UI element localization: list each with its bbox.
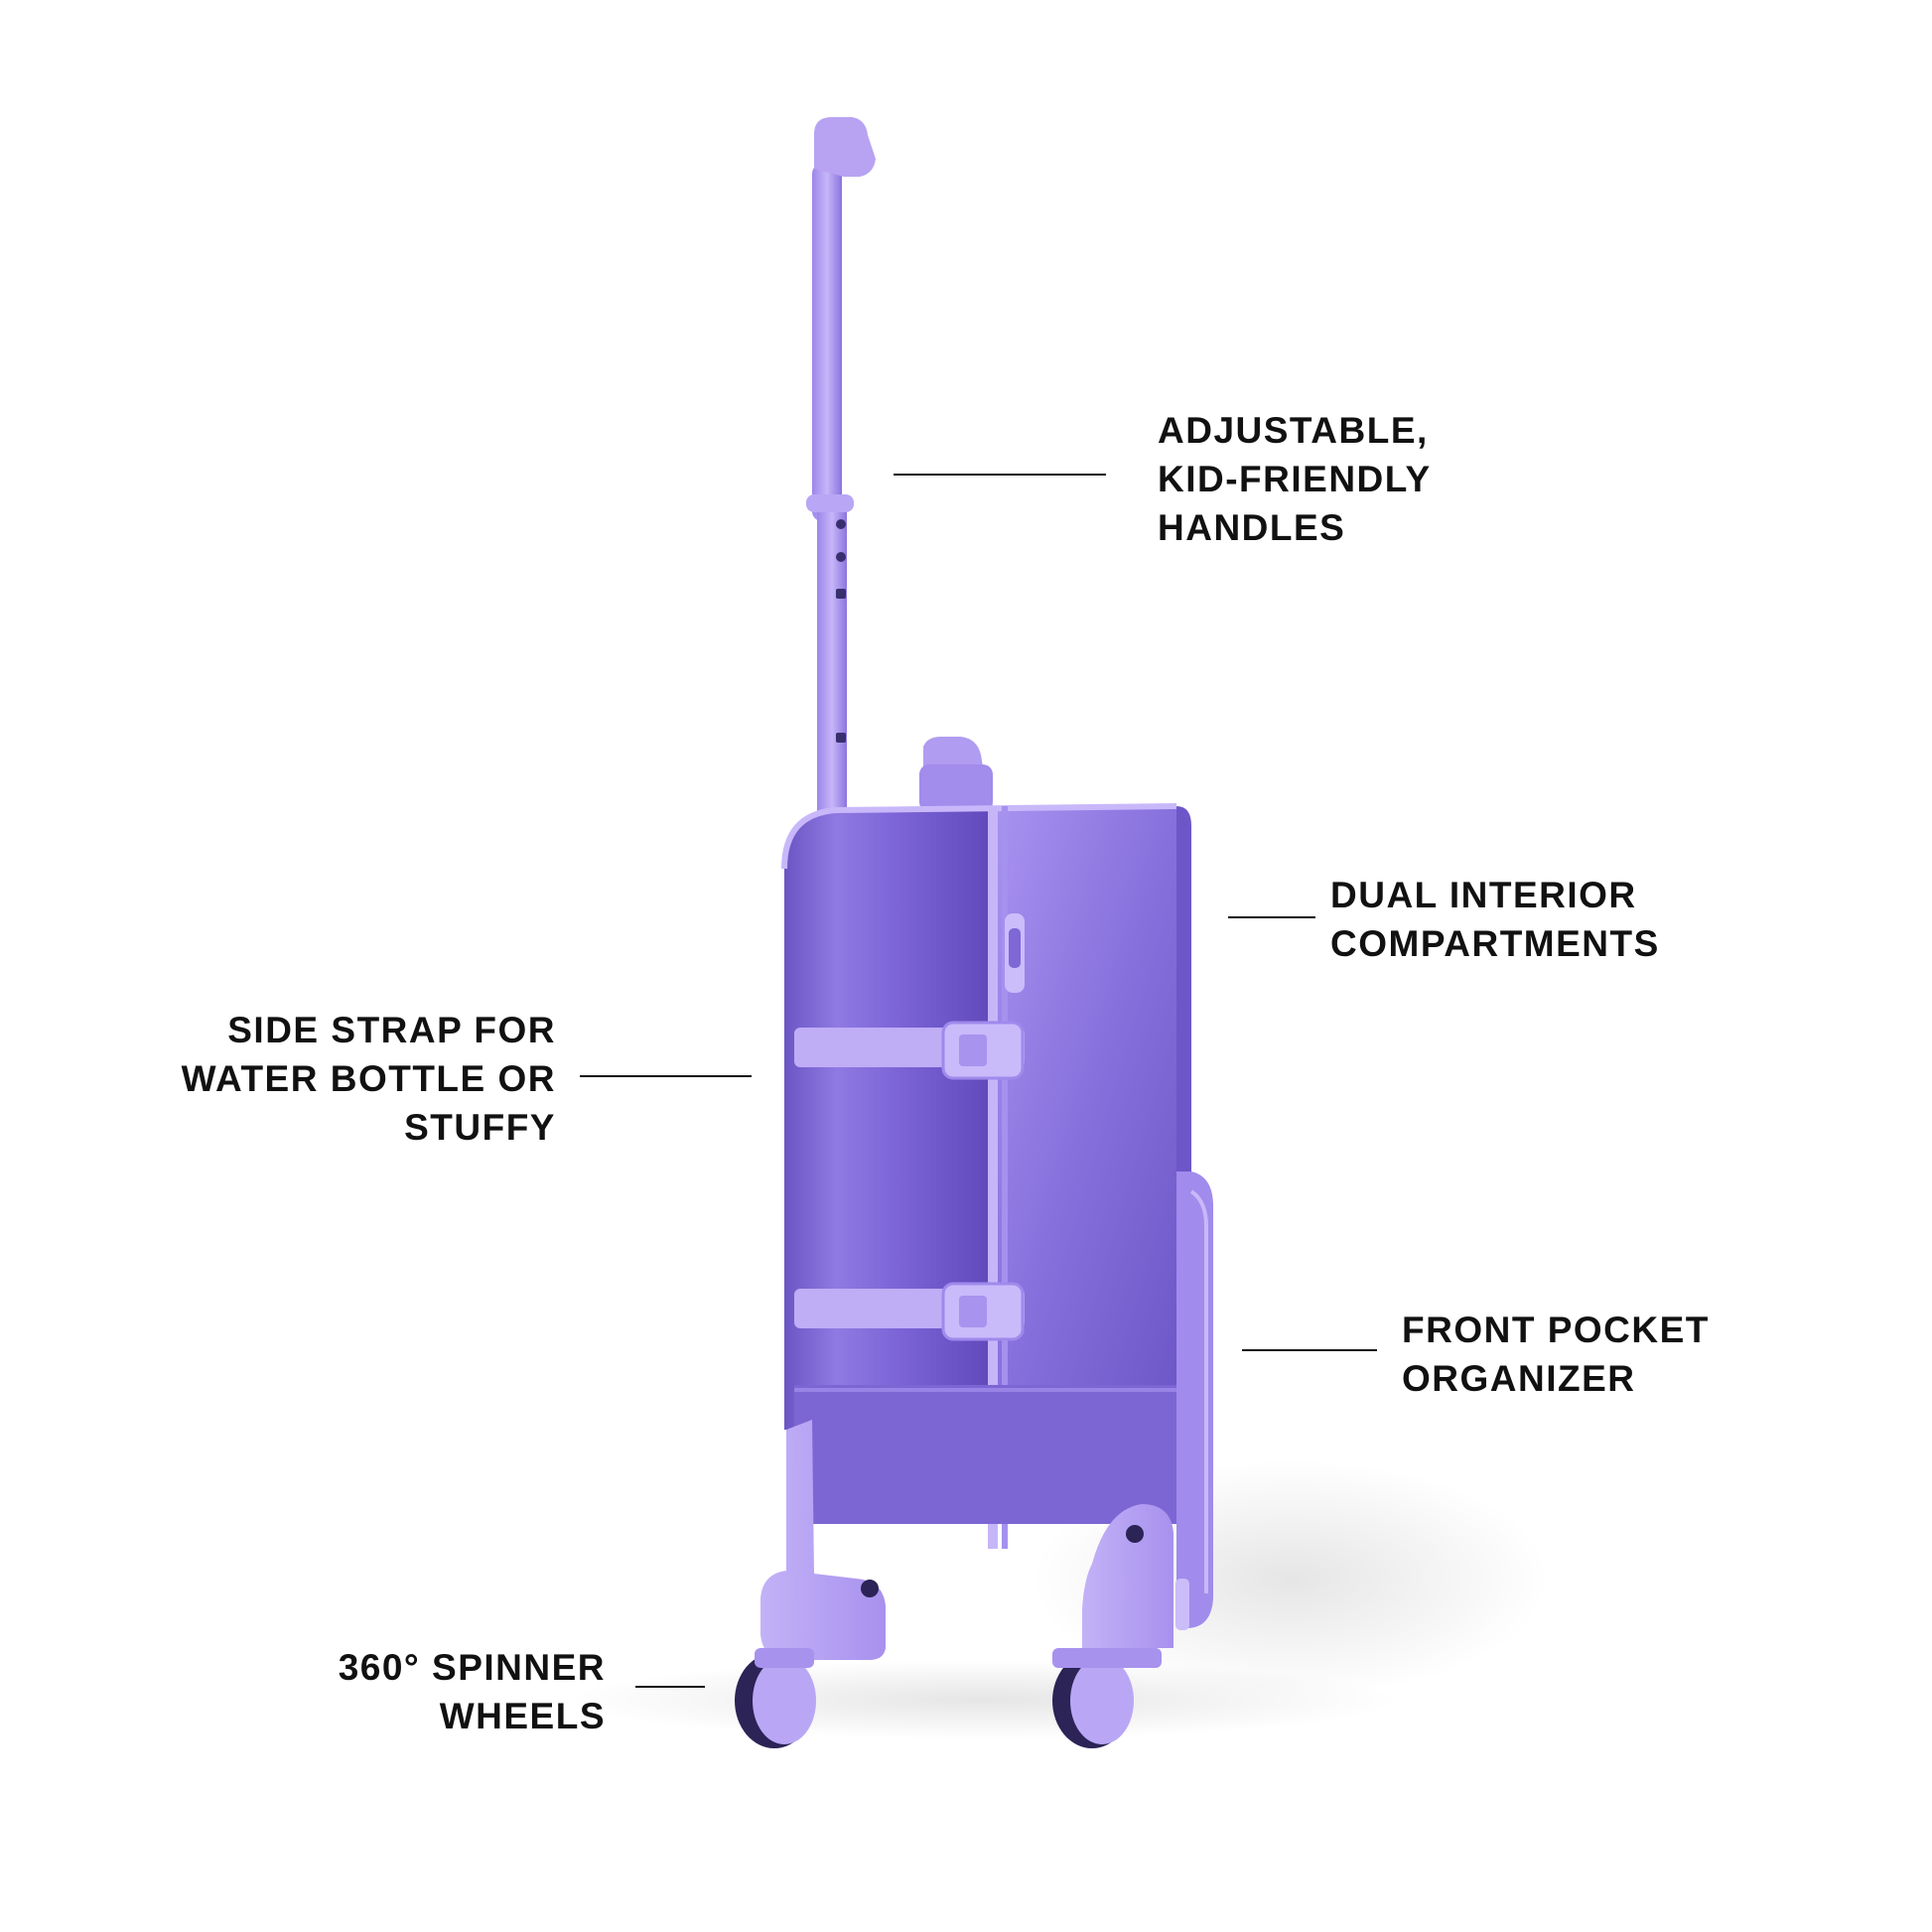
callout-wheels-line2: WHEELS	[439, 1696, 606, 1736]
leader-line-side-strap	[580, 1075, 752, 1077]
leader-line-compartments	[1228, 916, 1315, 918]
callout-strap-line2: WATER BOTTLE OR	[181, 1058, 556, 1099]
callout-compartments-line1: DUAL INTERIOR	[1330, 875, 1637, 915]
callout-adjustable-handles: ADJUSTABLE, KID-FRIENDLY HANDLES	[1158, 406, 1432, 552]
callout-pocket-line2: ORGANIZER	[1402, 1358, 1636, 1399]
callout-handle-line3: HANDLES	[1158, 507, 1346, 548]
callout-side-strap: SIDE STRAP FOR WATER BOTTLE OR STUFFY	[182, 1006, 556, 1152]
callout-strap-line3: STUFFY	[404, 1107, 556, 1148]
callout-pocket-line1: FRONT POCKET	[1402, 1310, 1710, 1350]
leader-line-wheels	[635, 1686, 705, 1688]
leader-line-handle	[894, 474, 1106, 476]
callout-spinner-wheels: 360° SPINNER WHEELS	[339, 1643, 606, 1740]
callout-front-pocket: FRONT POCKET ORGANIZER	[1402, 1306, 1710, 1403]
callout-wheels-line1: 360° SPINNER	[338, 1647, 606, 1688]
callout-dual-compartments: DUAL INTERIOR COMPARTMENTS	[1330, 871, 1660, 968]
callout-handle-line1: ADJUSTABLE,	[1158, 410, 1429, 451]
callout-handle-line2: KID-FRIENDLY	[1158, 459, 1432, 499]
callout-strap-line1: SIDE STRAP FOR	[227, 1010, 556, 1050]
callout-compartments-line2: COMPARTMENTS	[1330, 923, 1660, 964]
leader-line-front-pocket	[1242, 1349, 1377, 1351]
